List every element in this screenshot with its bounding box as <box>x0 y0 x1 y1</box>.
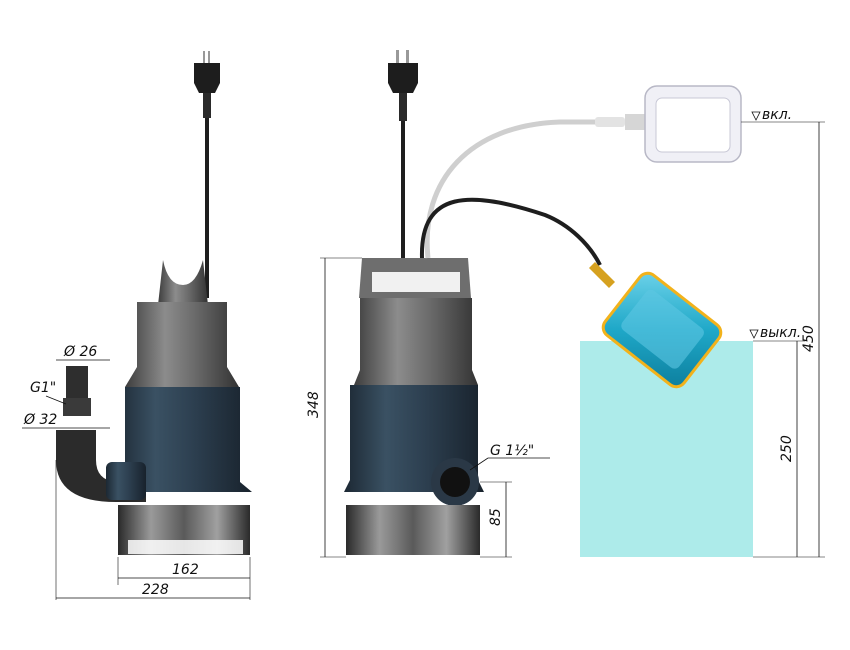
motor-body-left <box>114 387 252 492</box>
power-plug-center <box>388 50 418 121</box>
dim-outlet-height: 85 <box>488 508 504 526</box>
dimensions-left: 162 228 Ø 26 Ø 32 G1" <box>22 344 251 600</box>
dim-off-level: 250 <box>779 435 795 462</box>
motor-top-left <box>125 302 239 387</box>
motor-top-center <box>354 298 478 385</box>
dim-pump-height: 348 <box>306 391 322 418</box>
dim-base-width: 162 <box>172 562 199 578</box>
dim-on-level: 450 <box>801 325 817 352</box>
handle-left <box>158 260 208 305</box>
float-cable-upper <box>424 119 600 259</box>
pump-side-view <box>56 51 252 555</box>
level-markers: вкл. выкл. 250 450 <box>741 107 825 558</box>
float-switch-lower <box>589 262 723 389</box>
dim-thread-small: G1" <box>30 380 56 396</box>
dimensions-center: 348 85 G 1½" <box>306 257 550 558</box>
power-plug-left <box>194 51 220 118</box>
power-cable-left <box>205 118 209 298</box>
power-cable-center <box>401 121 405 261</box>
label-on: вкл. <box>762 107 792 123</box>
dim-outlet-inner: Ø 32 <box>23 412 57 428</box>
float-cable-lower <box>419 197 602 266</box>
pump-base-center <box>346 505 480 555</box>
dim-outlet-outer: Ø 26 <box>63 344 97 360</box>
outlet-elbow <box>56 366 146 502</box>
pump-front-view <box>344 50 484 555</box>
label-off: выкл. <box>760 325 801 341</box>
dim-outlet-thread: G 1½" <box>490 443 534 459</box>
dim-total-width: 228 <box>142 582 169 598</box>
float-switch-upper <box>595 85 742 163</box>
